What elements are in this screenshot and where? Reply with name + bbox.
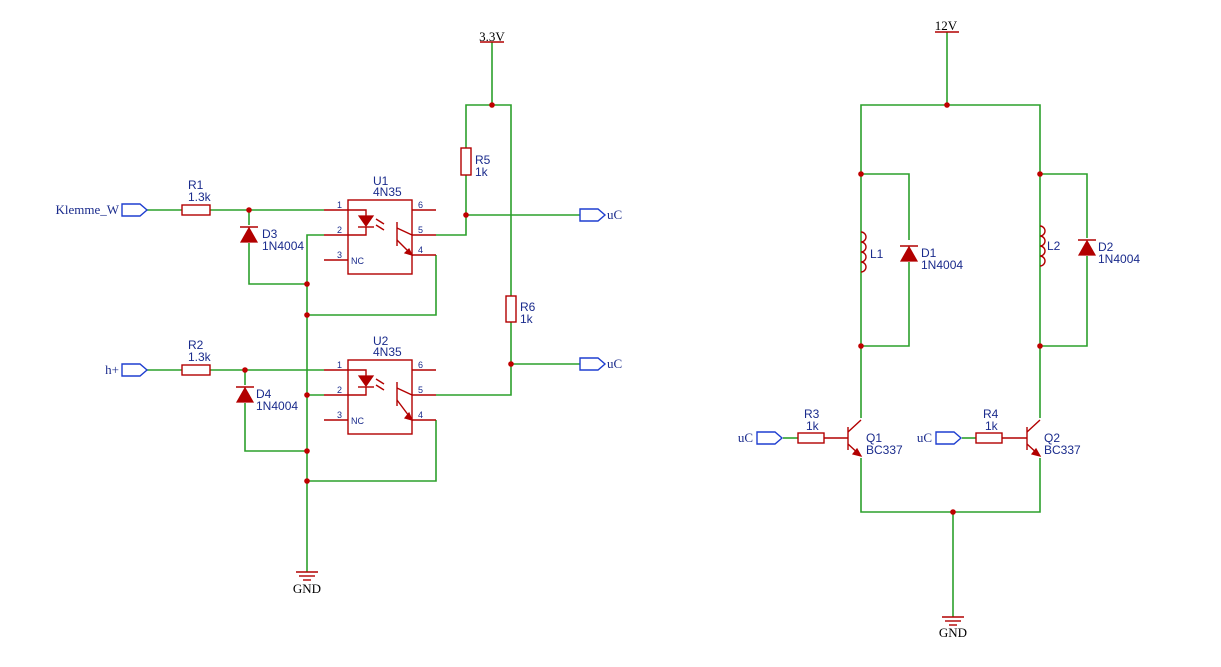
svg-text:Klemme_W: Klemme_W [55, 202, 119, 217]
transistor-q2: Q2 BC337 [1026, 419, 1081, 457]
svg-text:6: 6 [418, 200, 423, 210]
svg-text:2: 2 [337, 385, 342, 395]
svg-text:R5: R5 [475, 153, 491, 167]
svg-text:L2: L2 [1047, 239, 1061, 253]
gnd-left-symbol: GND [293, 571, 321, 596]
svg-text:5: 5 [418, 385, 423, 395]
wires-right [783, 32, 1088, 617]
transistor-q1: Q1 BC337 [847, 419, 903, 457]
resistor-r6: R6 1k [505, 295, 536, 326]
svg-text:U2: U2 [373, 334, 389, 348]
svg-text:L1: L1 [870, 247, 884, 261]
junctions-left [242, 102, 514, 484]
svg-text:D3: D3 [262, 227, 278, 241]
svg-text:1N4004: 1N4004 [1098, 252, 1140, 266]
resistor-r2: R2 1.3k [181, 338, 212, 376]
svg-text:1k: 1k [806, 419, 820, 433]
svg-text:2: 2 [337, 225, 342, 235]
resistor-r4: R4 1k [975, 407, 1027, 444]
port-uc-in-1: uC [738, 430, 784, 445]
svg-text:D4: D4 [256, 387, 272, 401]
optocoupler-u1: U1 4N35 1 2 3 6 5 4 NC [324, 174, 436, 275]
svg-text:1.3k: 1.3k [188, 190, 212, 204]
port-uc-out-1: uC [579, 207, 622, 222]
svg-text:GND: GND [293, 581, 321, 596]
svg-text:NC: NC [351, 416, 364, 426]
svg-text:4: 4 [418, 410, 423, 420]
svg-text:1: 1 [337, 200, 342, 210]
svg-text:R4: R4 [983, 407, 999, 421]
svg-text:1k: 1k [475, 165, 489, 179]
svg-text:Q2: Q2 [1044, 431, 1060, 445]
power-3v3-symbol: 3.3V [479, 29, 505, 44]
svg-text:uC: uC [607, 356, 622, 371]
svg-text:5: 5 [418, 225, 423, 235]
svg-text:3.3V: 3.3V [479, 29, 505, 44]
svg-text:NC: NC [351, 256, 364, 266]
svg-text:D1: D1 [921, 246, 937, 260]
svg-text:GND: GND [939, 625, 967, 640]
svg-text:1N4004: 1N4004 [262, 239, 304, 253]
inductor-l2: L2 [1039, 225, 1061, 267]
port-klemme-w: Klemme_W [55, 202, 149, 217]
resistor-r5: R5 1k [460, 147, 491, 179]
svg-text:12V: 12V [935, 18, 958, 33]
svg-text:R1: R1 [188, 178, 204, 192]
port-h-plus: h+ [105, 362, 149, 377]
svg-text:BC337: BC337 [1044, 443, 1081, 457]
svg-text:3: 3 [337, 250, 342, 260]
svg-text:uC: uC [738, 430, 753, 445]
resistor-r1: R1 1.3k [181, 178, 212, 216]
svg-text:uC: uC [607, 207, 622, 222]
diode-d4: D4 1N4004 [235, 386, 298, 413]
svg-text:1.3k: 1.3k [188, 350, 212, 364]
svg-text:1k: 1k [520, 312, 534, 326]
port-uc-in-2: uC [917, 430, 963, 445]
svg-text:uC: uC [917, 430, 932, 445]
power-12v-symbol: 12V [935, 18, 959, 33]
svg-text:1: 1 [337, 360, 342, 370]
svg-text:BC337: BC337 [866, 443, 903, 457]
svg-text:R2: R2 [188, 338, 204, 352]
diode-d3: D3 1N4004 [239, 226, 304, 253]
diode-d1: D1 1N4004 [899, 245, 963, 272]
svg-text:Q1: Q1 [866, 431, 882, 445]
diode-d2: D2 1N4004 [1077, 239, 1140, 266]
svg-text:R6: R6 [520, 300, 536, 314]
svg-text:U1: U1 [373, 174, 389, 188]
svg-text:D2: D2 [1098, 240, 1114, 254]
svg-text:h+: h+ [105, 362, 119, 377]
svg-text:6: 6 [418, 360, 423, 370]
svg-text:1N4004: 1N4004 [921, 258, 963, 272]
wires-left [147, 42, 580, 572]
svg-text:4N35: 4N35 [373, 345, 402, 359]
junctions-right [858, 102, 1043, 515]
svg-text:4: 4 [418, 245, 423, 255]
svg-text:4N35: 4N35 [373, 185, 402, 199]
inductor-l1: L1 [860, 231, 884, 273]
optocoupler-u2: U2 4N35 1 2 3 6 5 4 NC [324, 334, 436, 435]
svg-text:1k: 1k [985, 419, 999, 433]
resistor-r3: R3 1k [797, 407, 848, 444]
port-uc-out-2: uC [579, 356, 622, 371]
svg-text:1N4004: 1N4004 [256, 399, 298, 413]
svg-text:3: 3 [337, 410, 342, 420]
gnd-right-symbol: GND [939, 616, 967, 640]
svg-text:R3: R3 [804, 407, 820, 421]
